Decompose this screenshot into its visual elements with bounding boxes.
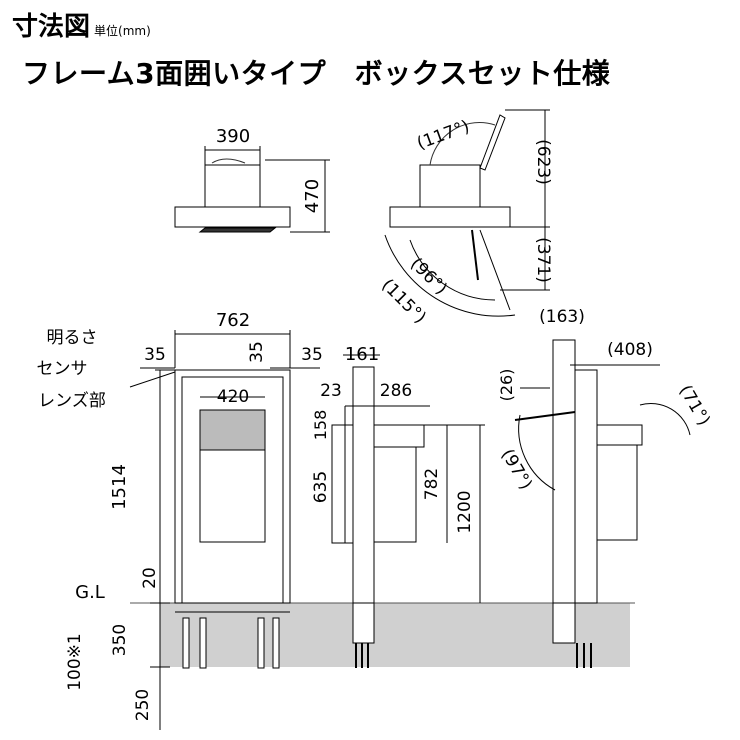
- dim-side-height: (623): [533, 139, 553, 185]
- dim-lid-angle: (117°): [414, 117, 472, 154]
- dim-top-h: 158: [311, 410, 330, 441]
- dim-side-pole: 161: [345, 344, 379, 365]
- dim-box-depth: 286: [380, 381, 412, 401]
- dim-mid-h: 782: [422, 468, 442, 500]
- drawing-title: 寸法図: [12, 12, 91, 42]
- dim-bury-note: 100※1: [65, 633, 85, 691]
- dim-mid-margin: 35: [247, 341, 267, 363]
- sensor-label-line-3: レンズ部: [38, 391, 106, 411]
- dim-box-width: 420: [217, 387, 249, 407]
- side-view-right: [514, 339, 691, 668]
- dim-bottom: 250: [133, 689, 153, 721]
- drawing-header: 寸法図単位(mm): [12, 6, 151, 43]
- dim-right-angle-b: (97°): [497, 446, 536, 494]
- dim-top-height: 470: [302, 179, 323, 213]
- dim-front-height: 1514: [109, 464, 130, 510]
- dim-arc-inner: (96°): [406, 254, 451, 299]
- plan-view: [174, 146, 330, 233]
- dim-bury: 350: [110, 624, 130, 656]
- unit-label: 単位(mm): [94, 24, 151, 38]
- dim-right-depth: (408): [607, 340, 653, 360]
- dim-box-h: 635: [311, 471, 331, 503]
- sensor-label-line-2: センサ: [37, 359, 88, 379]
- dim-top-width: 390: [216, 126, 250, 147]
- front-view: [129, 330, 320, 730]
- dim-right-angle-a: (71°): [675, 382, 714, 430]
- dim-side-drop: (371): [533, 237, 553, 283]
- dim-right-pole: (163): [539, 307, 585, 327]
- dim-base: 20: [140, 567, 160, 589]
- dim-left-margin: 35: [144, 345, 166, 365]
- dim-right-lid-small: (26): [497, 369, 516, 402]
- sensor-label-line-1: 明るさ: [47, 328, 98, 348]
- dim-front-width: 762: [216, 310, 250, 331]
- dim-total-h: 1200: [455, 490, 475, 533]
- gl-label: G.L: [75, 582, 105, 603]
- drawing-subtitle: フレーム3面囲いタイプ ボックスセット仕様: [22, 57, 611, 90]
- dim-right-margin: 35: [301, 345, 323, 365]
- dim-side-offset: 23: [320, 381, 342, 401]
- side-view-middle: [331, 354, 485, 668]
- side-view-upper: [384, 109, 550, 317]
- ground-area: [160, 603, 630, 667]
